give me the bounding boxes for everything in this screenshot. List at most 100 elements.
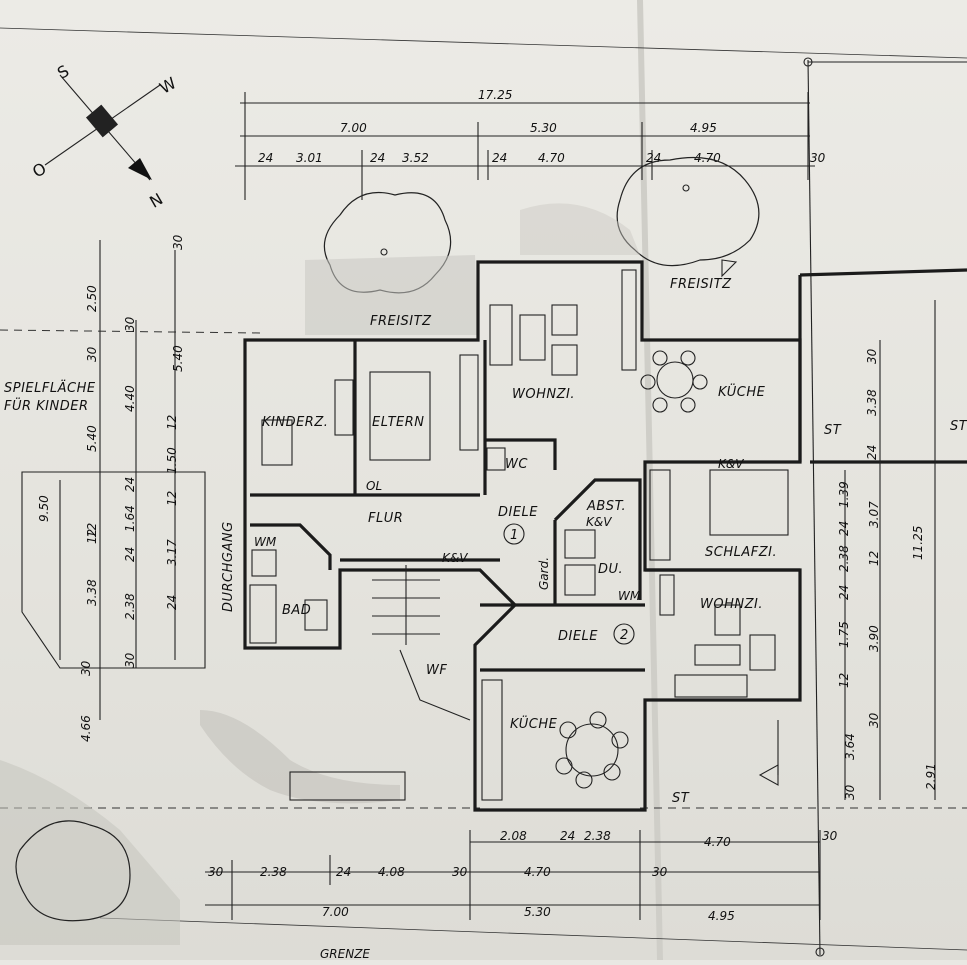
top-dimension-chains: 17.25 7.00 5.30 4.95 24 3.01 24 3.52 24 …	[235, 88, 826, 200]
dim-left-k: 24	[123, 477, 137, 492]
compass-w: W	[156, 73, 179, 97]
dim-right-h: 12	[867, 551, 881, 566]
dim-left-b: 2.50	[85, 285, 99, 312]
label-diele1: DIELE	[498, 505, 538, 520]
dim-top-r5: 24	[492, 151, 507, 165]
dim-top-r4: 3.52	[402, 151, 429, 165]
dim-right-b: 3.38	[865, 389, 879, 416]
dim-top-r9: 30	[810, 151, 826, 165]
right-dimension-chains: 30 3.38 24 1.39 3.07 24 2.38 12 24 1.75 …	[837, 300, 938, 800]
label-kv1: K&V	[442, 551, 468, 565]
label-freisitz-left: FREISITZ	[370, 314, 432, 329]
dim-left-r: 30	[123, 652, 137, 668]
dim-left-i: 1.50	[165, 447, 179, 474]
label-spielflaeche-2: FÜR KINDER	[4, 397, 89, 414]
compass-o: O	[29, 159, 49, 182]
dim-left-f: 30	[123, 316, 137, 332]
label-kv3: K&V	[718, 457, 744, 471]
dim-bottom-u5: 30	[822, 829, 838, 843]
bottom-dimension-chains: 2.08 24 2.38 4.70 30 30 2.38 24 4.08 30 …	[205, 829, 838, 961]
dim-bottom-r2: 2.38	[260, 865, 287, 879]
dim-right-d: 1.39	[837, 481, 851, 508]
property-boundary	[0, 57, 967, 957]
dim-left-p: 2.38	[123, 593, 137, 620]
dim-top-total: 17.25	[478, 88, 512, 102]
label-wm1: WM	[254, 535, 277, 549]
dim-bottom-r4: 4.08	[378, 865, 405, 879]
label-ol: OL	[366, 479, 382, 493]
dim-right-q: 2.91	[924, 763, 938, 790]
dim-left-s: 3.38	[85, 579, 99, 606]
dim-right-k: 3.90	[867, 625, 881, 652]
entrance-arrow	[758, 764, 779, 786]
dim-left-j: 12	[165, 491, 179, 506]
label-diele2-num: 2	[620, 628, 629, 643]
dim-right-e: 3.07	[867, 501, 881, 528]
dim-left-m: 12	[85, 523, 99, 538]
label-spielflaeche-1: SPIELFLÄCHE	[4, 380, 96, 396]
furniture	[249, 269, 789, 801]
compass-s: S	[54, 61, 72, 83]
dim-top-r8: 4.70	[694, 151, 721, 165]
label-kv2: K&V	[586, 515, 612, 529]
dim-left-e: 5.40	[85, 425, 99, 452]
dim-bottom-u3: 2.38	[584, 829, 611, 843]
dim-top-r6: 4.70	[538, 151, 565, 165]
dim-right-i: 24	[837, 585, 851, 600]
compass-rose: S W O N	[29, 61, 180, 212]
label-st3: ST	[672, 791, 690, 806]
dim-left-u: 9.50	[37, 495, 51, 522]
paper-edge-top	[0, 27, 967, 59]
dim-right-m: 30	[867, 712, 881, 728]
label-wf: WF	[426, 663, 447, 678]
label-wohnzi-top: WOHNZI.	[512, 387, 575, 402]
dim-left-o: 3.17	[165, 539, 179, 566]
dim-right-l: 12	[837, 673, 851, 688]
label-wohnzi-bottom: WOHNZI.	[700, 597, 763, 612]
label-wm2: WM	[618, 589, 641, 603]
diele1-marker	[503, 523, 525, 545]
dim-left-w: 30	[79, 660, 93, 676]
dim-top-r3: 24	[370, 151, 385, 165]
dim-bottom-r5: 30	[452, 865, 468, 879]
label-gard: Gard.	[537, 557, 551, 590]
dim-left-c: 30	[85, 346, 99, 362]
dim-right-a: 30	[865, 348, 879, 364]
label-st2: ST	[950, 419, 967, 434]
label-diele1-num: 1	[510, 528, 519, 543]
dim-bottom-r7: 30	[652, 865, 668, 879]
dim-top-r2: 3.01	[296, 151, 323, 165]
dim-right-f: 24	[837, 521, 851, 536]
label-kinderz: KINDERZ.	[262, 415, 328, 430]
label-diele2: DIELE	[558, 629, 598, 644]
dim-right-p: 11.25	[911, 526, 925, 560]
dim-left-h: 12	[165, 415, 179, 430]
label-schlafzi: SCHLAFZI.	[705, 545, 777, 560]
label-kueche-top: KÜCHE	[718, 383, 766, 400]
building-walls	[243, 260, 967, 812]
dim-right-n: 3.64	[843, 733, 857, 760]
dim-right-g: 2.38	[837, 545, 851, 572]
compass-n: N	[146, 189, 166, 211]
playground-area: SPIELFLÄCHE FÜR KINDER	[0, 380, 406, 945]
room-labels: KINDERZ. ELTERN WOHNZI. KÜCHE WC FLUR DI…	[221, 383, 967, 806]
dim-bottom-r3: 24	[336, 865, 351, 879]
dim-top-a: 7.00	[340, 121, 367, 135]
dim-right-c: 24	[865, 445, 879, 460]
dim-top-r7: 24	[646, 151, 661, 165]
label-wc: WC	[505, 457, 528, 472]
dim-right-j: 1.75	[837, 621, 851, 648]
label-st1: ST	[824, 423, 842, 438]
diele2-marker	[613, 623, 635, 645]
label-freisitz-right: FREISITZ	[670, 277, 732, 292]
label-grenze: GRENZE	[320, 947, 370, 960]
dim-left-g: 4.40	[123, 385, 137, 412]
label-eltern: ELTERN	[372, 415, 425, 430]
dim-bottom-u4: 4.70	[704, 835, 731, 849]
dim-left-l: 1.64	[123, 505, 137, 532]
dim-bottom-r6: 4.70	[524, 865, 551, 879]
dim-left-a: 30	[171, 234, 185, 250]
garden-top: FREISITZ FREISITZ	[305, 156, 760, 335]
